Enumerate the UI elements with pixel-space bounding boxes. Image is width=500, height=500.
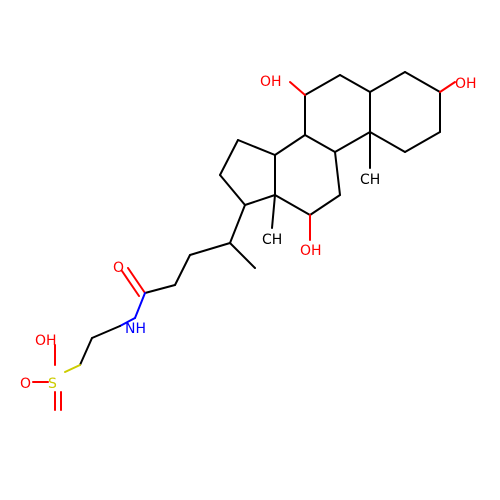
methyl-label: CH — [360, 172, 380, 188]
bond — [334, 151, 341, 196]
bond — [304, 74, 341, 96]
bond — [404, 131, 441, 153]
sulfur-label: S — [48, 376, 57, 392]
bond-amide — [134, 292, 146, 319]
bond — [334, 131, 371, 153]
oh-label: OH — [455, 76, 477, 92]
bond — [229, 242, 256, 269]
bond — [274, 134, 306, 156]
bond-oh — [439, 81, 456, 93]
bond-s — [64, 364, 81, 373]
bond — [189, 242, 231, 256]
bond-carbonyl — [127, 267, 146, 294]
bond — [229, 204, 246, 244]
bond — [244, 194, 276, 206]
bond — [369, 131, 406, 153]
bond — [369, 71, 406, 93]
methyl-label: CH — [262, 232, 282, 248]
sulfonic-oh-label: OH — [35, 333, 57, 349]
oh-label: OH — [260, 74, 282, 90]
bond — [91, 325, 121, 339]
bond — [174, 254, 191, 286]
bond — [79, 337, 93, 366]
bonds — [32, 71, 456, 411]
bond — [309, 194, 341, 216]
bond-oh — [289, 81, 306, 96]
bond — [274, 194, 311, 216]
bond — [219, 174, 246, 206]
carbonyl-o-label: O — [113, 260, 124, 276]
nh-label: NH — [125, 321, 146, 337]
bond-amide — [119, 317, 136, 327]
bond — [404, 71, 441, 93]
bond-methyl — [271, 194, 276, 229]
bond — [237, 139, 276, 156]
sulfonyl-o-label: O — [20, 376, 31, 392]
atom-labels: OH OH OH CH CH O NH OH S O — [20, 74, 477, 392]
bond — [144, 284, 176, 294]
bond — [219, 139, 239, 176]
bond-carbonyl — [121, 270, 140, 297]
oh-label: OH — [300, 243, 322, 259]
bond — [304, 134, 336, 153]
bond — [339, 74, 371, 93]
